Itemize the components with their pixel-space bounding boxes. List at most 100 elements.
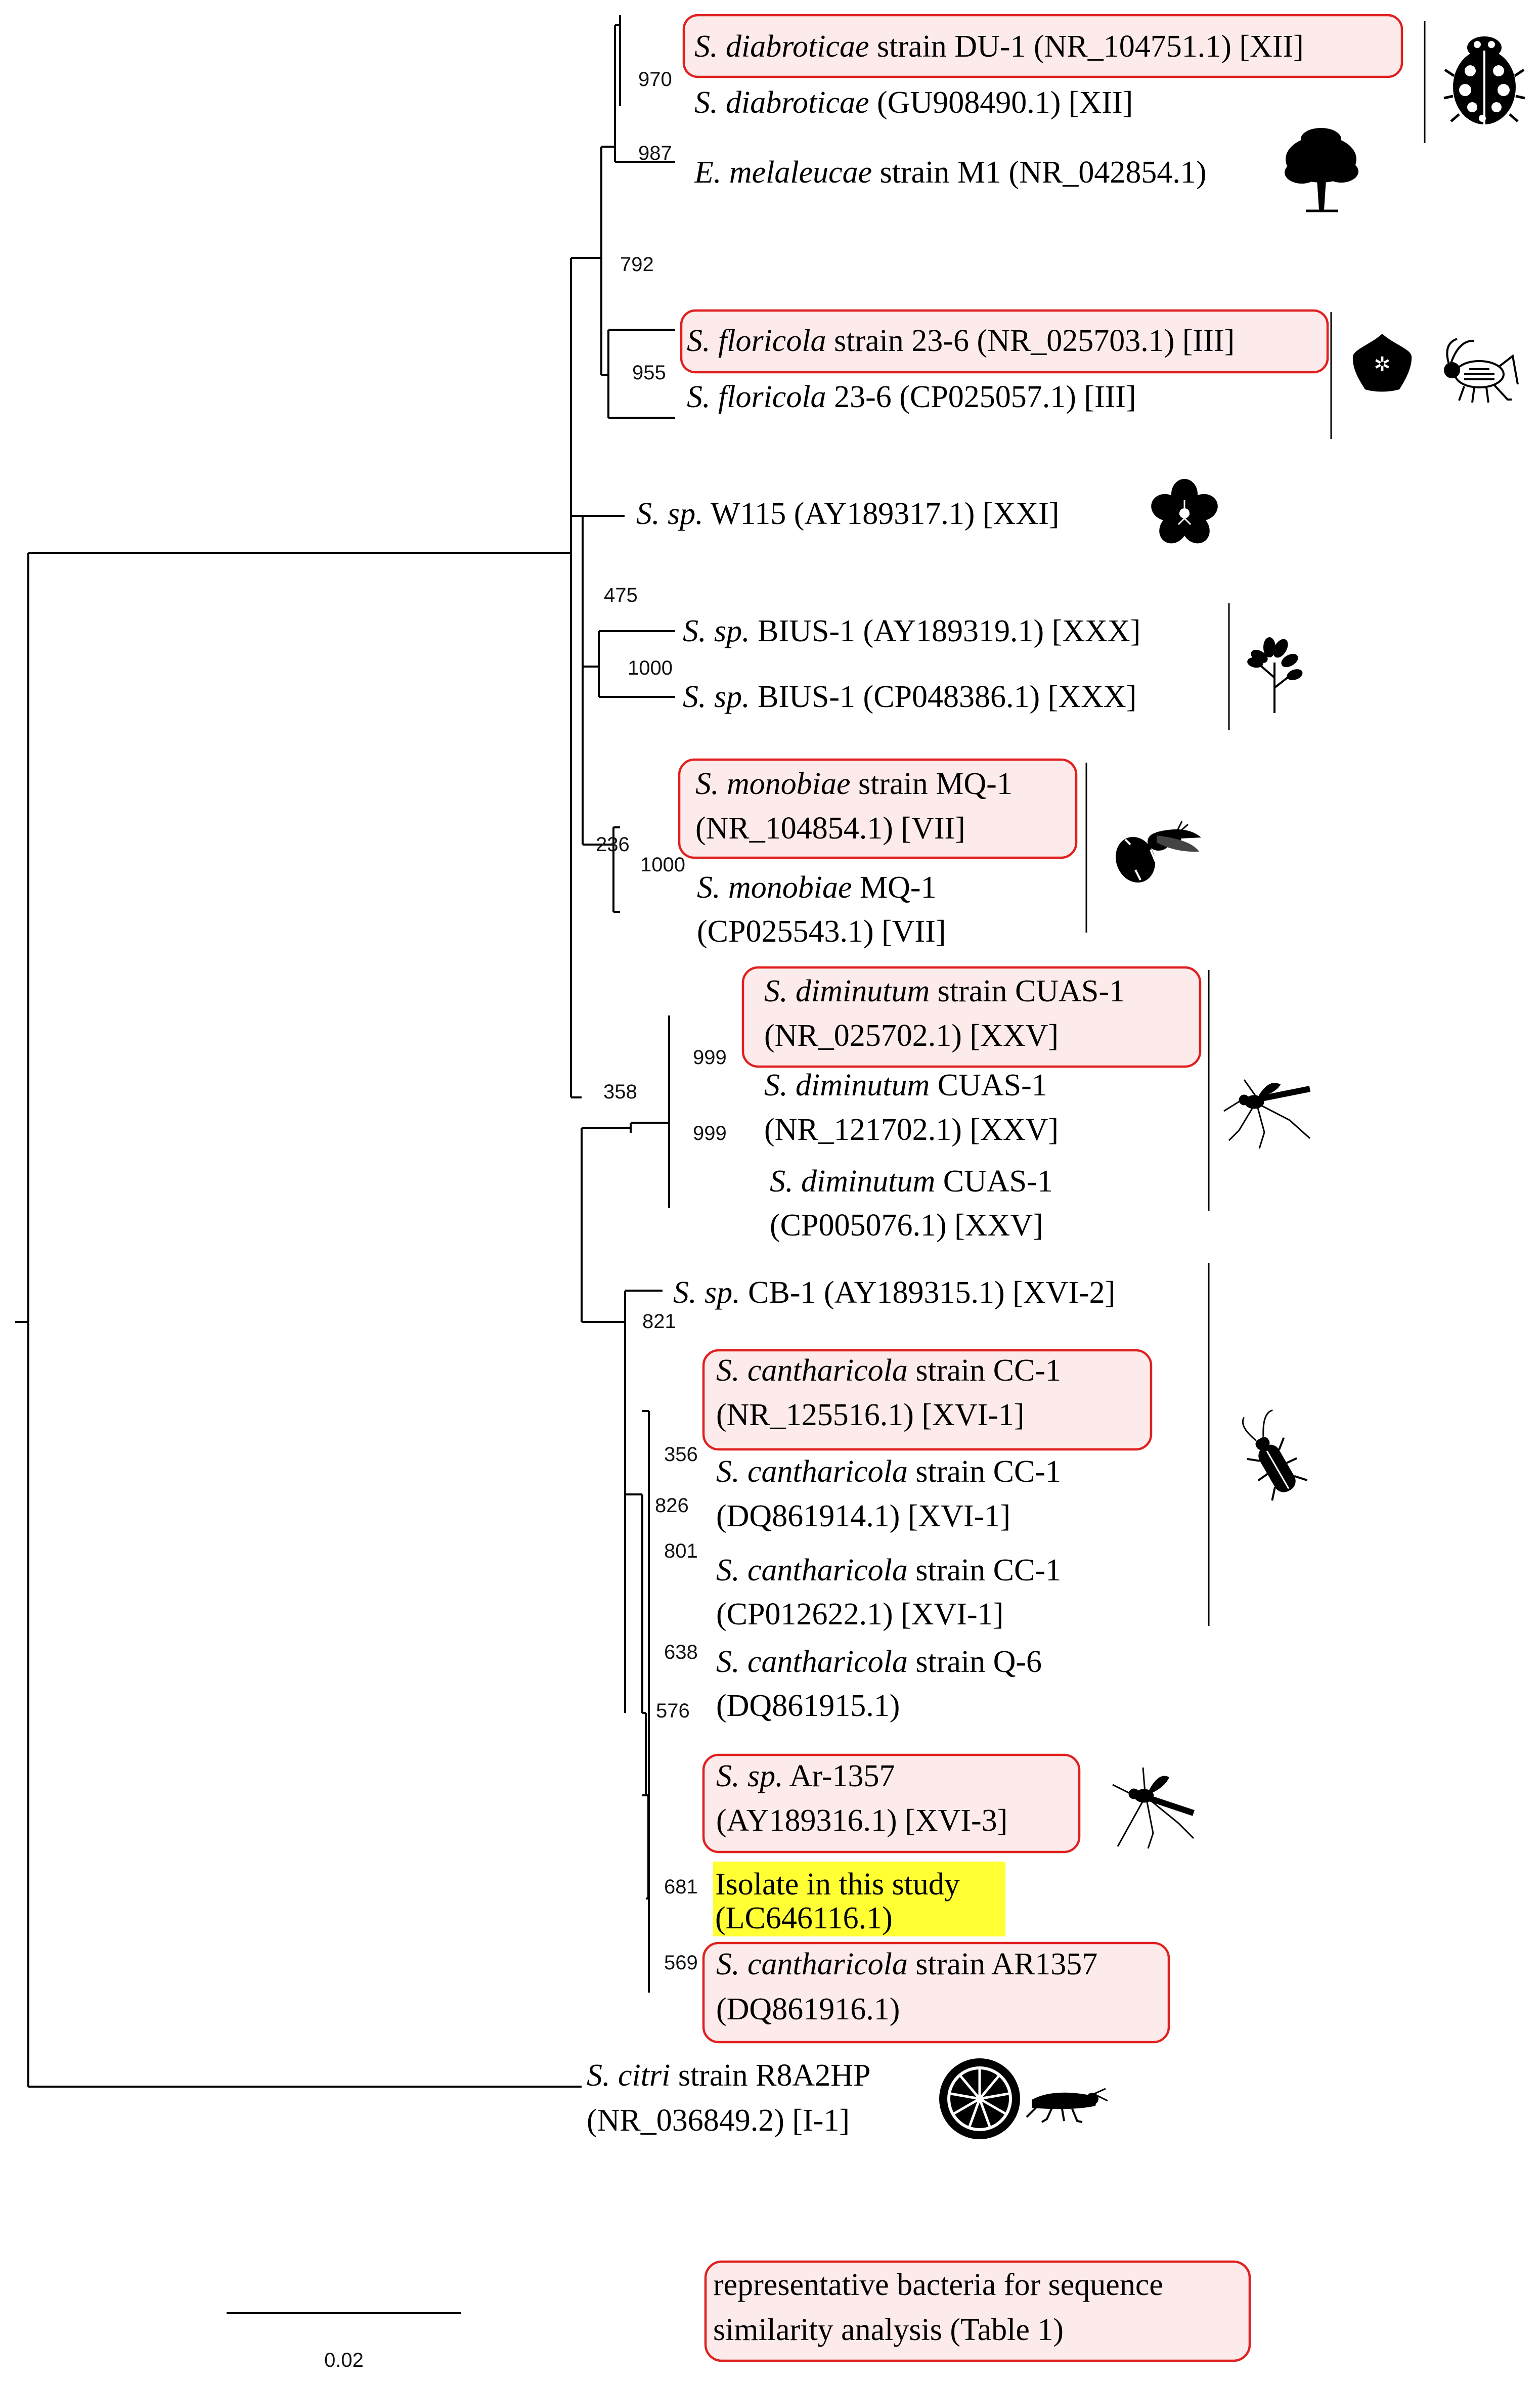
taxon-name-italic: S. diabroticae: [694, 85, 869, 120]
highlight-box-floricola: [680, 309, 1329, 374]
taxon-label: S. cantharicola strain CC-1: [716, 1553, 1061, 1587]
taxon-detail: BIUS-1 (CP048386.1) [XXX]: [750, 680, 1137, 714]
bootstrap-value: 576: [656, 1700, 690, 1722]
taxon-label: S. diminutum CUAS-1: [770, 1164, 1053, 1199]
highlight-box-diabroticae: [682, 14, 1403, 78]
taxon-detail: (NR_125516.1) [XVI-1]: [716, 1398, 1025, 1432]
taxon-detail: strain CC-1: [908, 1454, 1061, 1489]
taxon-label: (DQ861915.1): [716, 1689, 900, 1723]
taxon-name-italic: S. diminutum: [770, 1164, 935, 1199]
taxon-label: (NR_104854.1) [VII]: [695, 811, 965, 846]
bootstrap-value: 826: [655, 1494, 689, 1517]
bootstrap-value: 999: [693, 1046, 727, 1069]
legend: representative bacteria for sequence sim…: [704, 2260, 1251, 2362]
taxon-label: S. sp. Ar-1357: [716, 1759, 895, 1793]
taxon-detail: strain CC-1: [908, 1553, 1061, 1587]
taxon-detail: BIUS-1 (AY189319.1) [XXX]: [750, 614, 1141, 648]
taxon-label: (DQ861916.1): [716, 1992, 900, 2026]
highlight-boxes: [678, 14, 1403, 2044]
taxon-detail: Ar-1357: [783, 1759, 895, 1793]
svg-text:✲: ✲: [1374, 353, 1391, 376]
tree-branches: [15, 15, 675, 2088]
mosquito-icon: [1112, 1767, 1195, 1849]
taxon-name-italic: S. floricola: [687, 324, 826, 358]
taxon-detail: strain Q-6: [908, 1645, 1042, 1679]
taxon-detail: (CP025543.1) [VII]: [697, 914, 946, 949]
taxon-detail: strain AR1357: [908, 1947, 1097, 1981]
legend-box: [704, 2260, 1251, 2362]
bootstrap-value: 801: [664, 1540, 698, 1562]
taxon-label: S. sp. CB-1 (AY189315.1) [XVI-2]: [673, 1275, 1115, 1310]
bootstrap-value: 999: [693, 1122, 727, 1144]
legend-line-1: representative bacteria for sequence: [713, 2268, 1163, 2302]
taxon-detail: (CP012622.1) [XVI-1]: [716, 1597, 1003, 1631]
taxon-detail: 23-6 (CP025057.1) [III]: [826, 380, 1136, 414]
taxon-name-italic: S. sp.: [683, 680, 750, 714]
taxon-detail: (LC646116.1): [715, 1901, 893, 1935]
taxon-detail: (NR_104854.1) [VII]: [695, 811, 965, 846]
taxon-detail: CUAS-1: [930, 1068, 1047, 1102]
bootstrap-value: 1000: [628, 657, 673, 679]
bootstrap-value: 681: [664, 1876, 698, 1898]
taxon-label: (NR_036849.2) [I-1]: [587, 2103, 850, 2138]
taxon-label: S. diabroticae (GU908490.1) [XII]: [694, 85, 1133, 120]
highlight-box-sp-ar1357: [702, 1753, 1081, 1853]
bootstrap-value: 236: [596, 833, 630, 856]
taxon-name-italic: S. diabroticae: [694, 29, 869, 64]
taxon-name-italic: S. diminutum: [764, 1068, 930, 1102]
bootstrap-value: 475: [604, 584, 638, 606]
taxon-label: (DQ861914.1) [XVI-1]: [716, 1499, 1010, 1533]
taxon-label: S. citri strain R8A2HP: [587, 2058, 870, 2093]
taxon-detail: W115 (AY189317.1) [XXI]: [703, 497, 1060, 531]
taxon-detail: CUAS-1: [935, 1164, 1053, 1199]
bootstrap-value: 638: [664, 1641, 698, 1663]
taxon-label: S. cantharicola strain CC-1: [716, 1454, 1061, 1489]
taxon-label: (CP025543.1) [VII]: [697, 914, 946, 949]
citrus-icon: [939, 2058, 1020, 2139]
taxon-labels: S. diabroticae strain DU-1 (NR_104751.1)…: [587, 29, 1304, 2138]
bootstrap-value: 987: [638, 142, 672, 164]
taxon-detail: (NR_025702.1) [XXV]: [764, 1019, 1059, 1053]
taxon-detail: strain CC-1: [908, 1353, 1061, 1388]
ladybug-icon: [1443, 36, 1525, 124]
taxon-label: S. cantharicola strain Q-6: [716, 1645, 1042, 1679]
taxon-name-italic: S. cantharicola: [716, 1553, 908, 1587]
taxon-label: S. diminutum CUAS-1: [764, 1068, 1047, 1102]
bootstrap-value: 358: [603, 1081, 637, 1103]
taxon-detail: strain CUAS-1: [930, 974, 1125, 1008]
taxon-name-italic: S. cantharicola: [716, 1454, 908, 1489]
taxon-name-italic: S. sp.: [636, 497, 703, 531]
taxon-label-isolate: (LC646116.1): [715, 1901, 893, 1935]
taxon-label: (CP012622.1) [XVI-1]: [716, 1597, 1003, 1631]
bootstrap-value: 955: [632, 362, 666, 384]
taxon-label: (AY189316.1) [XVI-3]: [716, 1803, 1007, 1838]
taxon-name-italic: E. melaleucae: [694, 155, 872, 190]
taxon-name-italic: S. sp.: [683, 614, 750, 648]
bootstrap-value: 1000: [640, 854, 685, 876]
taxon-label: (NR_121702.1) [XXV]: [764, 1113, 1059, 1147]
taxon-label: (CP005076.1) [XXV]: [770, 1208, 1043, 1243]
cherry-blossom-icon: [1151, 479, 1218, 544]
taxon-detail: CB-1 (AY189315.1) [XVI-2]: [740, 1275, 1116, 1310]
taxon-name-italic: S. citri: [587, 2058, 670, 2093]
taxon-label: S. monobiae strain MQ-1: [695, 767, 1013, 801]
taxon-label: S. diabroticae strain DU-1 (NR_104751.1)…: [694, 29, 1304, 64]
taxon-detail: Isolate in this study: [715, 1867, 960, 1902]
highlight-box-cantharicola-cc1: [702, 1349, 1153, 1451]
bootstrap-value: 356: [664, 1443, 698, 1466]
highlight-box-cantharicola-ar1357: [702, 1941, 1170, 2044]
taxon-name-italic: S. cantharicola: [716, 1947, 908, 1981]
flower-icon: ✲: [1352, 334, 1412, 392]
highlight-box-monobiae: [678, 758, 1078, 859]
taxon-detail: strain MQ-1: [851, 767, 1013, 801]
bootstrap-value: 821: [642, 1310, 676, 1333]
isolate-highlight: [713, 1862, 1005, 1936]
taxon-label: E. melaleucae strain M1 (NR_042854.1): [694, 155, 1206, 190]
taxon-detail: MQ-1: [852, 870, 937, 905]
taxon-label: S. sp. BIUS-1 (AY189319.1) [XXX]: [683, 614, 1140, 648]
group-bars: [1085, 21, 1426, 1626]
cricket-icon: [1444, 338, 1519, 403]
taxon-detail: (AY189316.1) [XVI-3]: [716, 1803, 1007, 1838]
taxon-detail: strain R8A2HP: [670, 2058, 870, 2093]
taxon-label: (NR_125516.1) [XVI-1]: [716, 1398, 1025, 1432]
